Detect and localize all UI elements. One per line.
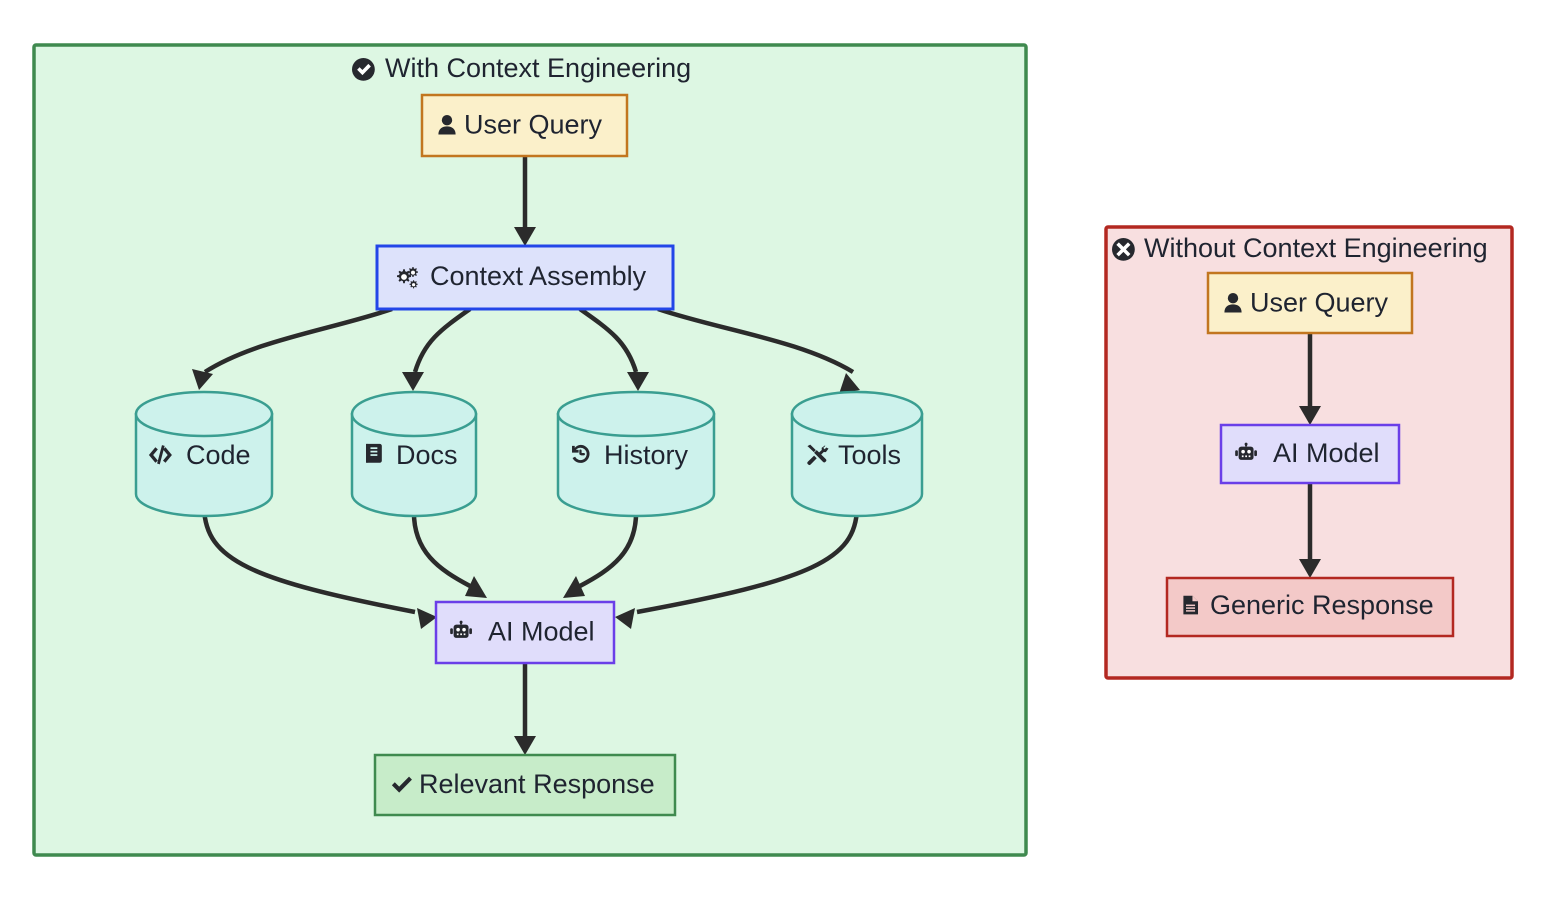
- panel-with-context-title-text: With Context Engineering: [385, 53, 691, 83]
- book-icon: [366, 443, 382, 463]
- node-ai-model-label: AI Model: [488, 617, 595, 647]
- arrow-head: [1299, 559, 1321, 578]
- panel-with-context: With Context Engineering: [32, 43, 1028, 857]
- arrow-head: [514, 227, 536, 246]
- node-history-cylinder-top: [556, 390, 716, 438]
- node-docs-label: Docs: [396, 440, 458, 470]
- arrow-head: [615, 608, 635, 629]
- arrow-head: [627, 372, 649, 391]
- node-relevant-response-label: Relevant Response: [419, 769, 655, 799]
- edge-docs-to-ai-model: [411, 507, 472, 588]
- node-ai-model[interactable]: AI Model: [434, 600, 616, 665]
- node-docs[interactable]: Docs: [350, 390, 478, 518]
- times-circle-icon: [1112, 238, 1135, 261]
- edge-context-assembly-to-history: [578, 307, 639, 373]
- node-ai-model-without-label: AI Model: [1273, 438, 1380, 468]
- panel-with-context-title: With Context Engineering: [352, 53, 691, 83]
- arrow-head: [514, 736, 536, 755]
- node-user-query[interactable]: User Query: [420, 93, 629, 158]
- edge-code-to-ai-model: [201, 507, 416, 615]
- node-code-cylinder-top: [134, 390, 274, 438]
- node-tools-label: Tools: [838, 440, 901, 470]
- node-tools-cylinder-top: [790, 390, 924, 438]
- edge-history-to-ai-model: [578, 507, 639, 588]
- edges-without-context: [1299, 333, 1321, 578]
- arrow-head: [465, 576, 487, 598]
- arrow-head: [402, 372, 424, 391]
- node-generic-response[interactable]: Generic Response: [1165, 576, 1455, 638]
- arrow-head: [1299, 406, 1321, 425]
- node-generic-response-label: Generic Response: [1210, 590, 1434, 620]
- edge-context-assembly-to-code: [203, 306, 393, 374]
- check-circle-icon: [352, 58, 375, 81]
- panel-without-context-title: Without Context Engineering: [1112, 233, 1488, 263]
- node-code-label: Code: [186, 440, 251, 470]
- node-code[interactable]: Code: [134, 390, 274, 518]
- arrow-head: [839, 373, 860, 394]
- node-tools-cylinder-body[interactable]: [790, 412, 924, 518]
- node-context-assembly-box[interactable]: [375, 244, 675, 311]
- node-user-query-without-box[interactable]: [1206, 271, 1414, 335]
- node-docs-cylinder-body[interactable]: [350, 412, 478, 518]
- node-relevant-response-box[interactable]: [373, 753, 677, 817]
- arrow-head: [192, 369, 213, 390]
- node-user-query-without-label: User Query: [1250, 288, 1389, 318]
- edge-context-assembly-to-docs: [412, 307, 472, 373]
- node-docs-cylinder-top: [350, 390, 478, 438]
- node-user-query-box[interactable]: [420, 93, 629, 158]
- panel-with-context-background: [32, 43, 1028, 857]
- edges-with-context: [192, 156, 860, 755]
- node-history[interactable]: History: [556, 390, 716, 518]
- edge-context-assembly-to-tools: [657, 306, 855, 374]
- panel-without-context: Without Context Engineering User Query A…: [1104, 225, 1514, 680]
- edge-tools-to-ai-model: [636, 507, 860, 615]
- arrow-head: [563, 576, 585, 598]
- node-user-query-without[interactable]: User Query: [1206, 271, 1414, 335]
- node-ai-model-without[interactable]: AI Model: [1219, 423, 1401, 485]
- node-history-label: History: [604, 440, 689, 470]
- node-generic-response-box[interactable]: [1165, 576, 1455, 638]
- node-tools[interactable]: Tools: [790, 390, 924, 518]
- arrow-head: [417, 608, 437, 629]
- node-relevant-response[interactable]: Relevant Response: [373, 753, 677, 817]
- node-user-query-label: User Query: [464, 110, 603, 140]
- node-context-assembly[interactable]: Context Assembly: [375, 244, 675, 311]
- node-code-cylinder-body[interactable]: [134, 412, 274, 518]
- node-context-assembly-label: Context Assembly: [430, 261, 647, 291]
- node-history-cylinder-body[interactable]: [556, 412, 716, 518]
- panel-without-context-title-text: Without Context Engineering: [1144, 233, 1488, 263]
